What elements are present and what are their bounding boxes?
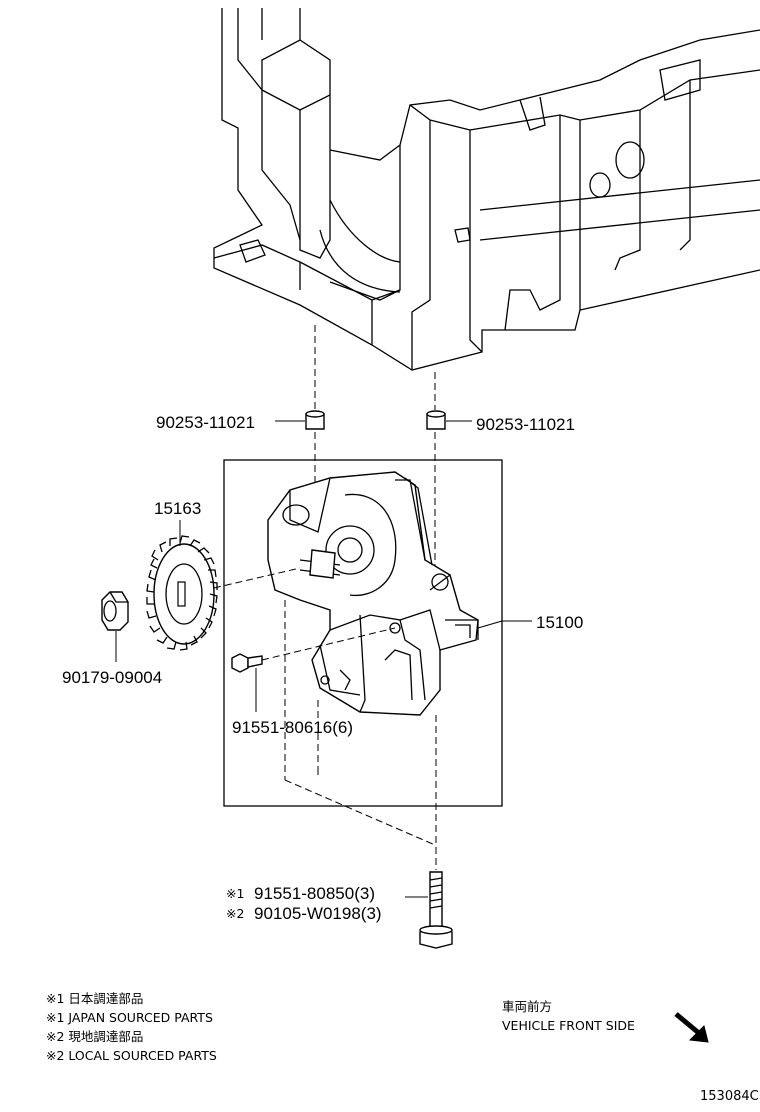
sprocket-illustration	[146, 535, 218, 651]
engine-block-illustration	[213, 8, 760, 371]
legend-line-3: ※2 現地調達部品	[46, 1029, 143, 1044]
label-bolt-long-1: 91551-80850(3)	[254, 884, 375, 903]
oil-pump-illustration	[267, 471, 479, 716]
oil-pump-frame	[223, 459, 503, 807]
direction-en: VEHICLE FRONT SIDE	[502, 1018, 635, 1033]
long-bolt-illustration	[419, 871, 453, 949]
legend-line-1: ※1 日本調達部品	[46, 991, 143, 1006]
arrow-down-right-icon	[674, 1012, 709, 1043]
label-bolt-small: 91551-80616(6)	[232, 718, 353, 737]
direction-jp: 車両前方	[502, 999, 552, 1014]
dowel-pin-right	[426, 410, 446, 430]
mark-local: ※2	[226, 906, 244, 921]
label-bolt-long-2: 90105-W0198(3)	[254, 904, 382, 923]
hex-nut-illustration	[101, 591, 129, 631]
dowel-pin-left	[305, 410, 325, 430]
figure-id: 153084C	[700, 1089, 759, 1104]
mark-japan: ※1	[226, 886, 244, 901]
label-pin-left: 90253-11021	[156, 413, 255, 432]
legend-line-4: ※2 LOCAL SOURCED PARTS	[46, 1048, 217, 1063]
legend-line-2: ※1 JAPAN SOURCED PARTS	[46, 1010, 213, 1025]
label-sprocket: 15163	[154, 499, 201, 518]
small-bolt-illustration	[231, 653, 263, 673]
label-nut: 90179-09004	[62, 668, 162, 687]
label-pin-right: 90253-11021	[476, 415, 575, 434]
label-pump: 15100	[536, 613, 583, 632]
